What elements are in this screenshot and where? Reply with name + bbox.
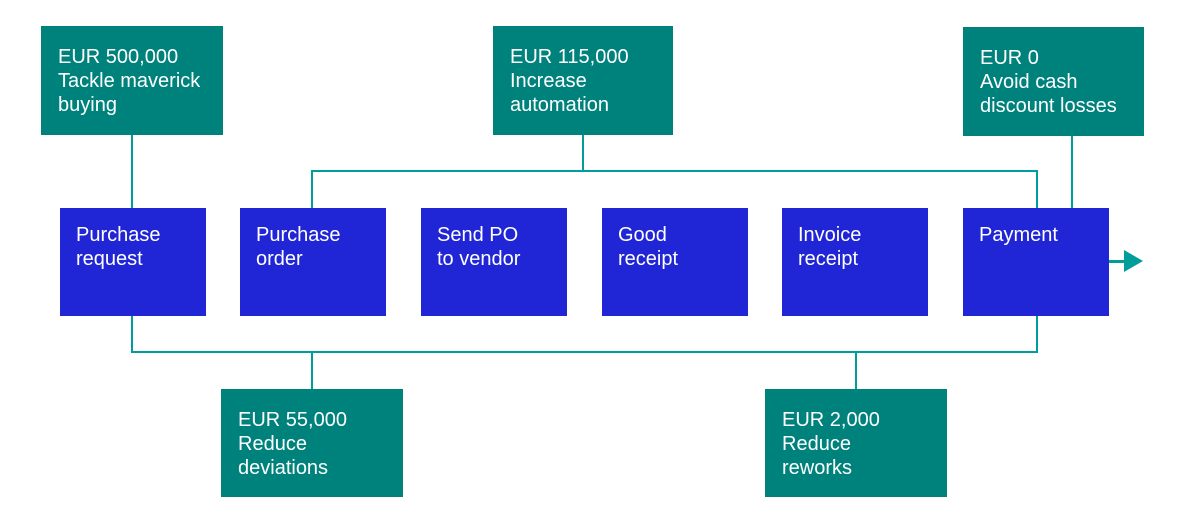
benefit-amount: EUR 2,000 [782,409,880,431]
benefit-amount: EUR 500,000 [58,46,179,68]
flow-arrow-shaft [1109,260,1127,263]
step-box-purchase-order: Purchase order [240,208,386,316]
connector-discount-to-payment [1071,136,1073,208]
connector-maverick-to-purchase-request [131,135,133,208]
connector-bottom-horizontal [131,351,1038,353]
benefit-box-reduce-reworks: EUR 2,000 Reduce reworks [765,389,947,497]
benefit-box-increase-automation: EUR 115,000 Increase automation [493,26,673,135]
benefit-amount: EUR 0 [980,47,1039,69]
connector-top-to-payment [1036,170,1038,208]
connector-automation-down [582,135,584,171]
step-box-purchase-request: Purchase request [60,208,206,316]
connector-top-horizontal [311,170,1038,172]
step-label: Payment [979,224,1058,246]
benefit-label: Avoid cash discount losses [980,71,1117,117]
benefit-label: Reduce deviations [238,433,329,479]
connector-payment-down [1036,316,1038,353]
benefit-label: Tackle maverick buying [58,70,201,116]
step-label: Purchase request [76,224,161,270]
benefit-box-tackle-maverick-buying: EUR 500,000 Tackle maverick buying [41,26,223,135]
benefit-amount: EUR 55,000 [238,409,347,431]
benefit-box-reduce-deviations: EUR 55,000 Reduce deviations [221,389,403,497]
benefit-label: Reduce reworks [782,433,853,479]
benefit-label: Increase automation [510,70,609,116]
benefit-box-avoid-cash-discount-losses: EUR 0 Avoid cash discount losses [963,27,1144,136]
connector-bottom-to-reduce-deviations [311,351,313,389]
step-label: Purchase order [256,224,341,270]
connector-top-to-purchase-order [311,170,313,208]
step-label: Good receipt [618,224,679,270]
step-box-payment: Payment [963,208,1109,316]
step-label: Invoice receipt [798,224,862,270]
step-box-invoice-receipt: Invoice receipt [782,208,928,316]
step-label: Send PO to vendor [437,224,521,270]
connector-purchase-request-down [131,316,133,353]
step-box-send-po-to-vendor: Send PO to vendor [421,208,567,316]
step-box-good-receipt: Good receipt [602,208,748,316]
benefit-amount: EUR 115,000 [510,46,629,68]
flow-arrow-icon [1124,250,1143,272]
connector-bottom-to-reduce-reworks [855,351,857,389]
